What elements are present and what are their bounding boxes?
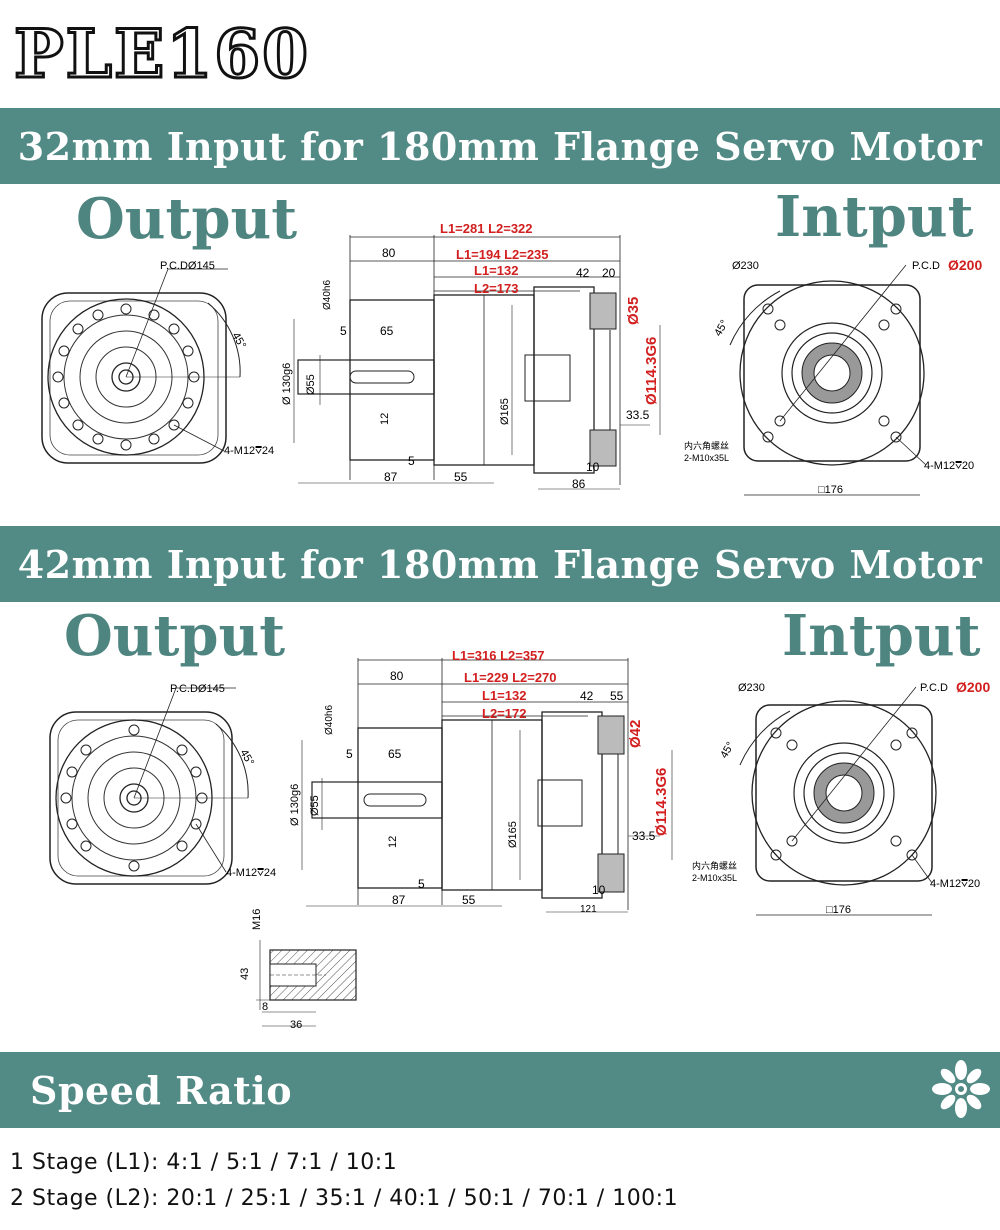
s1-d114: Ø114.3G6	[643, 337, 660, 405]
s2-in-pcd: P.C.D	[920, 682, 948, 694]
section2-side-view: 80 L1=316 L2=357 L1=229 L2=270 L1=132 L2…	[289, 648, 673, 915]
section2-output-label: Output	[64, 603, 286, 669]
s1-d80: 80	[382, 246, 396, 260]
s1-l2: L2=173	[474, 281, 518, 296]
section1-input-label: Intput	[775, 184, 974, 250]
s1-d40: Ø40h6	[322, 280, 333, 310]
s2-d121: 121	[580, 904, 597, 915]
s2-d42r: Ø42	[627, 720, 644, 748]
section2-output-view: P.C.DØ145 45° 4-M12⩢24	[49, 683, 276, 885]
s2-out-angle: 45°	[237, 748, 256, 768]
s2-detail-d43: 43	[239, 968, 251, 980]
s2-l1: L1=132	[482, 688, 526, 703]
s2-d10: 10	[592, 883, 606, 897]
s1-in-screw: 2-M10x35L	[684, 453, 729, 463]
flower-icon	[932, 1060, 990, 1118]
section1-side-view: 80 L1=281 L2=322 L1=194 L2=235 L1=132 L2…	[281, 221, 661, 491]
s2-in-screw: 2-M10x35L	[692, 873, 737, 883]
s1-in-pcd: P.C.D	[912, 260, 940, 272]
section2-detail-view: M16 43 8 36	[239, 909, 357, 1031]
s2-d12: 12	[387, 836, 399, 848]
s1-l-mid: L1=194 L2=235	[456, 247, 549, 262]
s2-l2: L2=172	[482, 706, 526, 721]
s2-in-screw-cn: 内六角螺丝	[692, 860, 737, 871]
s1-in-pcd-val: Ø200	[948, 257, 982, 273]
s2-d55b: 55	[462, 893, 476, 907]
s2-d5: 5	[346, 747, 353, 761]
speed-stage1: 1 Stage (L1): 4:1 / 5:1 / 7:1 / 10:1	[10, 1150, 398, 1175]
s2-d80: 80	[390, 669, 404, 683]
s2-out-thread: 4-M12⩢24	[226, 867, 276, 879]
section1-input-view: Ø230 P.C.D Ø200 45° 内六角螺丝 2-M10x35L 4-M1…	[684, 257, 982, 496]
s1-d20: 20	[602, 266, 616, 280]
s1-d42: 42	[576, 266, 590, 280]
s1-d86: 86	[572, 477, 586, 491]
s2-d55: Ø55	[309, 795, 321, 816]
s1-d35: Ø35	[625, 297, 642, 325]
s2-in-d230: Ø230	[738, 682, 765, 694]
s2-d114: Ø114.3G6	[653, 768, 670, 836]
s2-d55c: 55	[610, 689, 624, 703]
s2-d130: Ø 130g6	[289, 784, 301, 826]
s1-out-pcd: P.C.DØ145	[160, 260, 215, 272]
s2-d5b: 5	[418, 877, 425, 891]
s1-in-sq: □176	[818, 484, 843, 496]
s1-d10: 10	[586, 460, 600, 474]
s1-d12: 12	[379, 413, 391, 425]
speed-stage2: 2 Stage (L2): 20:1 / 25:1 / 35:1 / 40:1 …	[10, 1186, 679, 1211]
s1-d130: Ø 130g6	[281, 363, 293, 405]
s2-d87: 87	[392, 893, 406, 907]
s2-in-angle: 45°	[718, 740, 737, 760]
s1-d5: 5	[340, 324, 347, 338]
speed-band-title: Speed Ratio	[30, 1067, 293, 1113]
speed-band: Speed Ratio	[0, 1052, 1000, 1128]
s1-out-angle: 45°	[229, 331, 248, 351]
s2-l-mid: L1=229 L2=270	[464, 670, 557, 685]
s1-in-angle: 45°	[712, 318, 731, 338]
s1-in-d230: Ø230	[732, 260, 759, 272]
page-title: PLE160	[12, 14, 311, 95]
s2-d165: Ø165	[507, 821, 519, 848]
s2-in-thread: 4-M12⩢20	[930, 878, 980, 890]
s1-d165: Ø165	[499, 398, 511, 425]
s1-in-thread: 4-M12⩢20	[924, 460, 974, 472]
s2-detail-m16: M16	[251, 909, 263, 930]
s2-d33: 33.5	[632, 829, 656, 843]
s2-d65: 65	[388, 747, 402, 761]
section2-input-view: Ø230 P.C.D Ø200 45° 内六角螺丝 2-M10x35L 4-M1…	[692, 679, 990, 916]
section1-output-label: Output	[76, 186, 298, 252]
s2-d40: Ø40h6	[324, 705, 335, 735]
s1-d55b: 55	[454, 470, 468, 484]
s1-l-total: L1=281 L2=322	[440, 221, 533, 236]
s2-d42: 42	[580, 689, 594, 703]
s1-d5b: 5	[408, 454, 415, 468]
s2-in-pcd-val: Ø200	[956, 679, 990, 695]
s1-d33: 33.5	[626, 408, 650, 422]
section2-band: 42mm Input for 180mm Flange Servo Motor	[0, 526, 1000, 602]
section2-input-label: Intput	[782, 603, 981, 669]
s2-detail-d36: 36	[290, 1019, 302, 1031]
s1-d65: 65	[380, 324, 394, 338]
s1-l1: L1=132	[474, 263, 518, 278]
s1-out-thread: 4-M12⩢24	[224, 445, 274, 457]
s2-l-total: L1=316 L2=357	[452, 648, 545, 663]
s2-out-pcd: P.C.DØ145	[170, 683, 225, 695]
section1-output-view: P.C.DØ145 45° 4-M12⩢24	[41, 260, 274, 464]
section1-band: 32mm Input for 180mm Flange Servo Motor	[0, 108, 1000, 184]
s1-d55: Ø55	[305, 374, 317, 395]
s1-d87: 87	[384, 470, 398, 484]
s2-in-sq: □176	[826, 904, 851, 916]
s1-in-screw-cn: 内六角螺丝	[684, 440, 729, 451]
s2-detail-d8: 8	[262, 1001, 268, 1013]
